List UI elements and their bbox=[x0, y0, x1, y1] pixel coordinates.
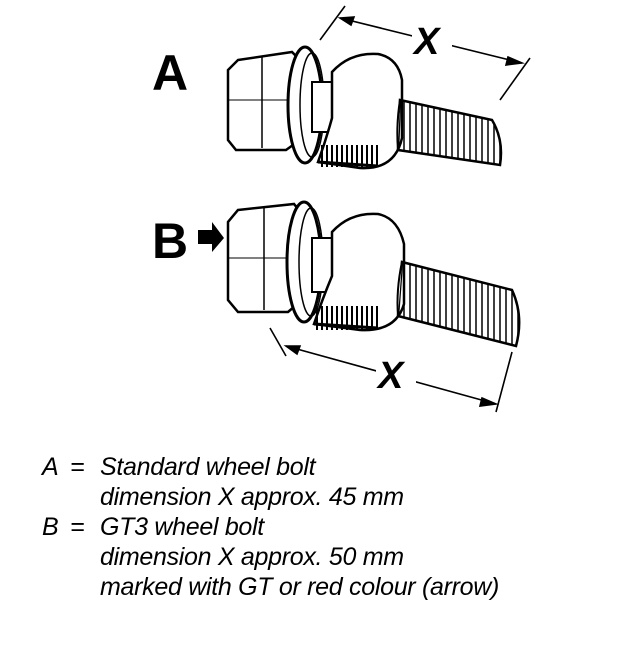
bolt-b bbox=[198, 200, 521, 413]
legend-line: marked with GT or red colour (arrow) bbox=[100, 573, 500, 601]
legend-separator: = bbox=[70, 513, 85, 541]
legend-separator: = bbox=[70, 453, 85, 481]
dimension-label-a: X bbox=[412, 21, 442, 63]
arrow-right-icon bbox=[198, 222, 224, 252]
legend-line: dimension X approx. 45 mm bbox=[100, 483, 404, 511]
legend-entry-a-title: A = Standard wheel bolt bbox=[42, 452, 622, 482]
label-a: A bbox=[152, 45, 188, 101]
legend-line: dimension X approx. 50 mm bbox=[100, 543, 404, 571]
legend-key: A bbox=[42, 453, 59, 481]
legend-title: GT3 wheel bolt bbox=[100, 513, 264, 541]
legend-title: Standard wheel bolt bbox=[100, 453, 316, 481]
label-b: B bbox=[152, 213, 188, 269]
bolt-diagram: A B X X bbox=[152, 5, 531, 413]
legend-entry-b-title: B = GT3 wheel bolt bbox=[42, 512, 622, 542]
legend: A = Standard wheel bolt dimension X appr… bbox=[42, 452, 622, 602]
legend-key: B bbox=[42, 513, 59, 541]
bolt-a bbox=[226, 5, 531, 170]
dimension-label-b: X bbox=[376, 355, 406, 397]
